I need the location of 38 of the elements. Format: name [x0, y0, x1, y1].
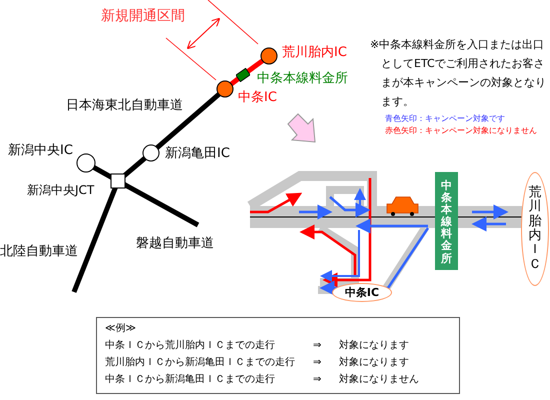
interchange-circle	[260, 47, 278, 65]
interchange-circle	[142, 144, 160, 162]
note-text: ※中条本線料金所を入口または出口としてETCでご利用されたお客さまが本キャンペーンの対象となります。	[370, 37, 546, 110]
result-text: 対象になりません	[339, 373, 419, 387]
arrow-symbol: ⇒	[313, 339, 322, 353]
arrow-symbol: ⇒	[313, 373, 322, 387]
route-text: 荒川胎内ＩＣから新潟亀田ＩＣまでの走行	[105, 356, 296, 370]
expressway-line	[155, 92, 221, 150]
tollgate-box	[435, 172, 458, 270]
route-text: 中条ＩＣから荒川胎内ＩＣまでの走行	[105, 339, 276, 353]
interchange-ellipse	[332, 283, 392, 302]
result-text: 対象になります	[339, 356, 409, 370]
interchange-circle	[76, 153, 96, 173]
node-caption: 荒川胎内IC	[282, 46, 347, 59]
panel-heading: ≪例≫	[105, 322, 137, 336]
road-name: 磐越自動車道	[136, 237, 214, 250]
node-caption: 新潟中央IC	[8, 144, 73, 157]
legend-text: 青色矢印：キャンペーン対象です	[385, 115, 506, 123]
interchange-label: 荒川胎内ＩＣ	[528, 186, 542, 272]
interchange-label: 中条IC	[344, 287, 380, 298]
node-caption: 新潟中央JCT	[27, 184, 94, 196]
node-caption: 新潟亀田IC	[165, 147, 230, 160]
route-text: 中条ＩＣから新潟亀田ＩＣまでの走行	[105, 373, 276, 387]
node-caption: 中条IC	[238, 91, 277, 104]
legend-text: 赤色矢印：キャンペーン対象になりません	[385, 127, 537, 135]
road-name: 日本海東北自動車道	[66, 99, 183, 112]
tollgate-marker	[236, 68, 250, 82]
expressway-line	[122, 156, 147, 178]
section-label: 新規開通区間	[101, 9, 185, 23]
junction-square	[110, 173, 126, 189]
expressway-line	[72, 186, 118, 293]
interchange-circle	[216, 80, 234, 98]
expressway-line	[92, 165, 114, 180]
result-text: 対象になります	[339, 339, 409, 353]
road-name: 北陸自動車道	[0, 245, 78, 258]
arrow-symbol: ⇒	[313, 356, 322, 370]
node-caption: 中条本線料金所	[257, 72, 348, 85]
tollgate-label: 中条本線料金所	[441, 180, 452, 265]
